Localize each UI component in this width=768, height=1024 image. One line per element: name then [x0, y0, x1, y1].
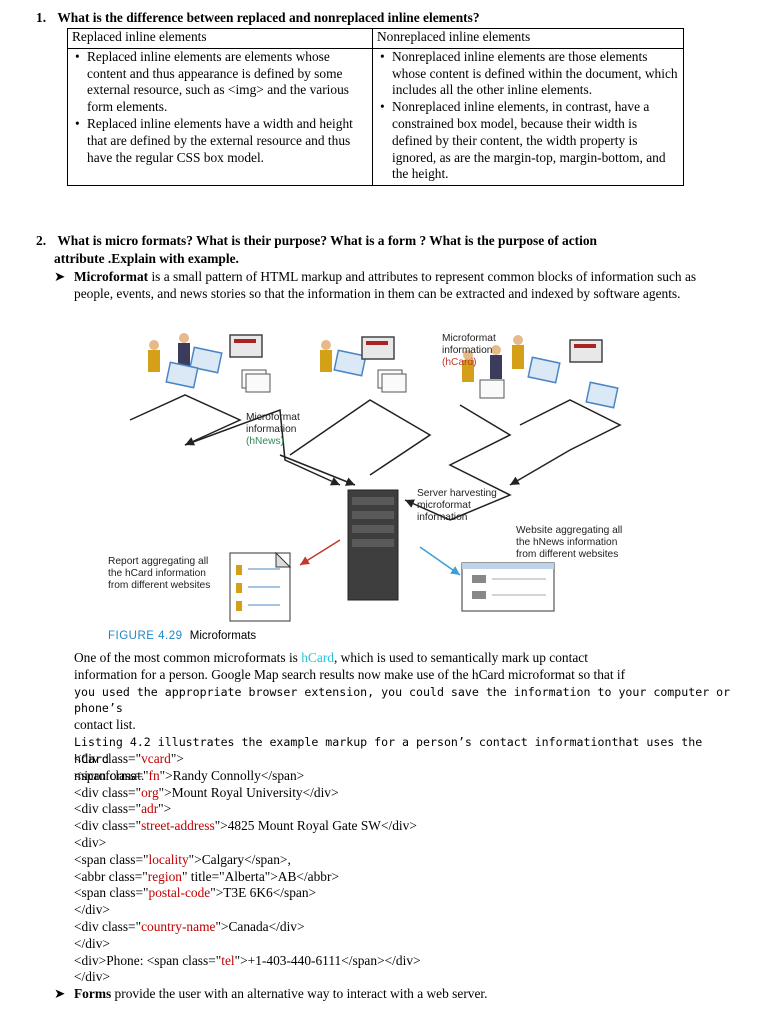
website-window-icon [461, 562, 555, 612]
code-listing: <div class="vcard"><span class="fn">Rand… [74, 751, 421, 986]
arrow-bullet-icon: ➤ [54, 269, 66, 284]
code-line: <span class="fn">Randy Connolly</span> [74, 767, 305, 783]
forms-paragraph: Forms provide the user with an alternati… [74, 986, 734, 1003]
microformat-paragraph: Microformat is a small pattern of HTML m… [74, 269, 734, 303]
figure-diagram [129, 333, 622, 622]
code-line: <div class="adr"> [74, 801, 172, 817]
question-1: 1. What is the difference between replac… [36, 9, 480, 26]
hcard-highlight: hCard [301, 650, 334, 665]
table-cell-replaced: Replaced inline elements are elements wh… [67, 47, 373, 187]
list-item: Nonreplaced inline elements are those el… [380, 49, 679, 99]
code-line: <div class="org">Mount Royal University<… [74, 784, 339, 800]
user-group-icon [462, 335, 619, 409]
label-server: Server harvesting microformat informatio… [417, 488, 497, 523]
code-line: <div class="vcard"> [74, 751, 184, 766]
list-item: Replaced inline elements are elements wh… [75, 49, 368, 116]
code-line: </div> [74, 902, 110, 918]
hcard-paragraph: One of the most common microformats is h… [74, 650, 731, 783]
question-text-line1: What is micro formats? What is their pur… [57, 233, 598, 248]
label-hcard-top: Microformat information (hCard) [442, 333, 496, 368]
arrow-bullet-icon: ➤ [54, 986, 66, 1001]
figure-number: FIGURE 4.29 [108, 630, 183, 642]
server-icon [347, 489, 399, 601]
list-item: Nonreplaced inline elements, in contrast… [380, 99, 679, 183]
forms-term: Forms [74, 986, 112, 1001]
table-cell-nonreplaced: Nonreplaced inline elements are those el… [372, 47, 684, 187]
code-line: </div> [74, 969, 110, 985]
code-line: <div class="country-name">Canada</div> [74, 918, 305, 934]
table-header-nonreplaced: Nonreplaced inline elements [372, 28, 684, 49]
label-website: Website aggregating all the hNews inform… [516, 525, 623, 560]
microformat-definition: is a small pattern of HTML markup and at… [74, 269, 697, 301]
code-line: <span class="postal-code">T3E 6K6</span> [74, 885, 317, 901]
microformat-term: Microformat [74, 269, 149, 284]
report-document-icon [229, 551, 292, 622]
code-line: </div> [74, 935, 110, 951]
microformats-figure: Microformat information (hCard) Microfor… [100, 325, 660, 650]
user-group-icon [320, 336, 407, 393]
question-2: 2. What is micro formats? What is their … [36, 232, 597, 249]
label-report: Report aggregating all the hCard informa… [108, 556, 211, 591]
comparison-table: Replaced inline elements Nonreplaced inl… [67, 28, 684, 187]
table-header-replaced: Replaced inline elements [67, 28, 373, 49]
question-number: 2. [36, 233, 47, 248]
question-text: What is the difference between replaced … [57, 10, 480, 25]
forms-definition: provide the user with an alternative way… [111, 986, 488, 1001]
question-text-line2: attribute .Explain with example. [54, 251, 239, 266]
user-group-icon [148, 333, 271, 393]
code-line: <span class="locality">Calgary</span>, [74, 851, 291, 867]
figure-title: Microformats [189, 630, 257, 642]
label-hnews: Microformat information (hNews) [246, 412, 300, 447]
code-line: <div class="street-address">4825 Mount R… [74, 818, 417, 834]
question-number: 1. [36, 10, 47, 25]
list-item: Replaced inline elements have a width an… [75, 116, 368, 166]
figure-caption: FIGURE 4.29 Microformats [108, 630, 256, 642]
code-line: <div>Phone: <span class="tel">+1-403-440… [74, 952, 421, 968]
code-line: <div> [74, 834, 107, 850]
code-line: <abbr class="region" title="Alberta">AB<… [74, 868, 340, 884]
